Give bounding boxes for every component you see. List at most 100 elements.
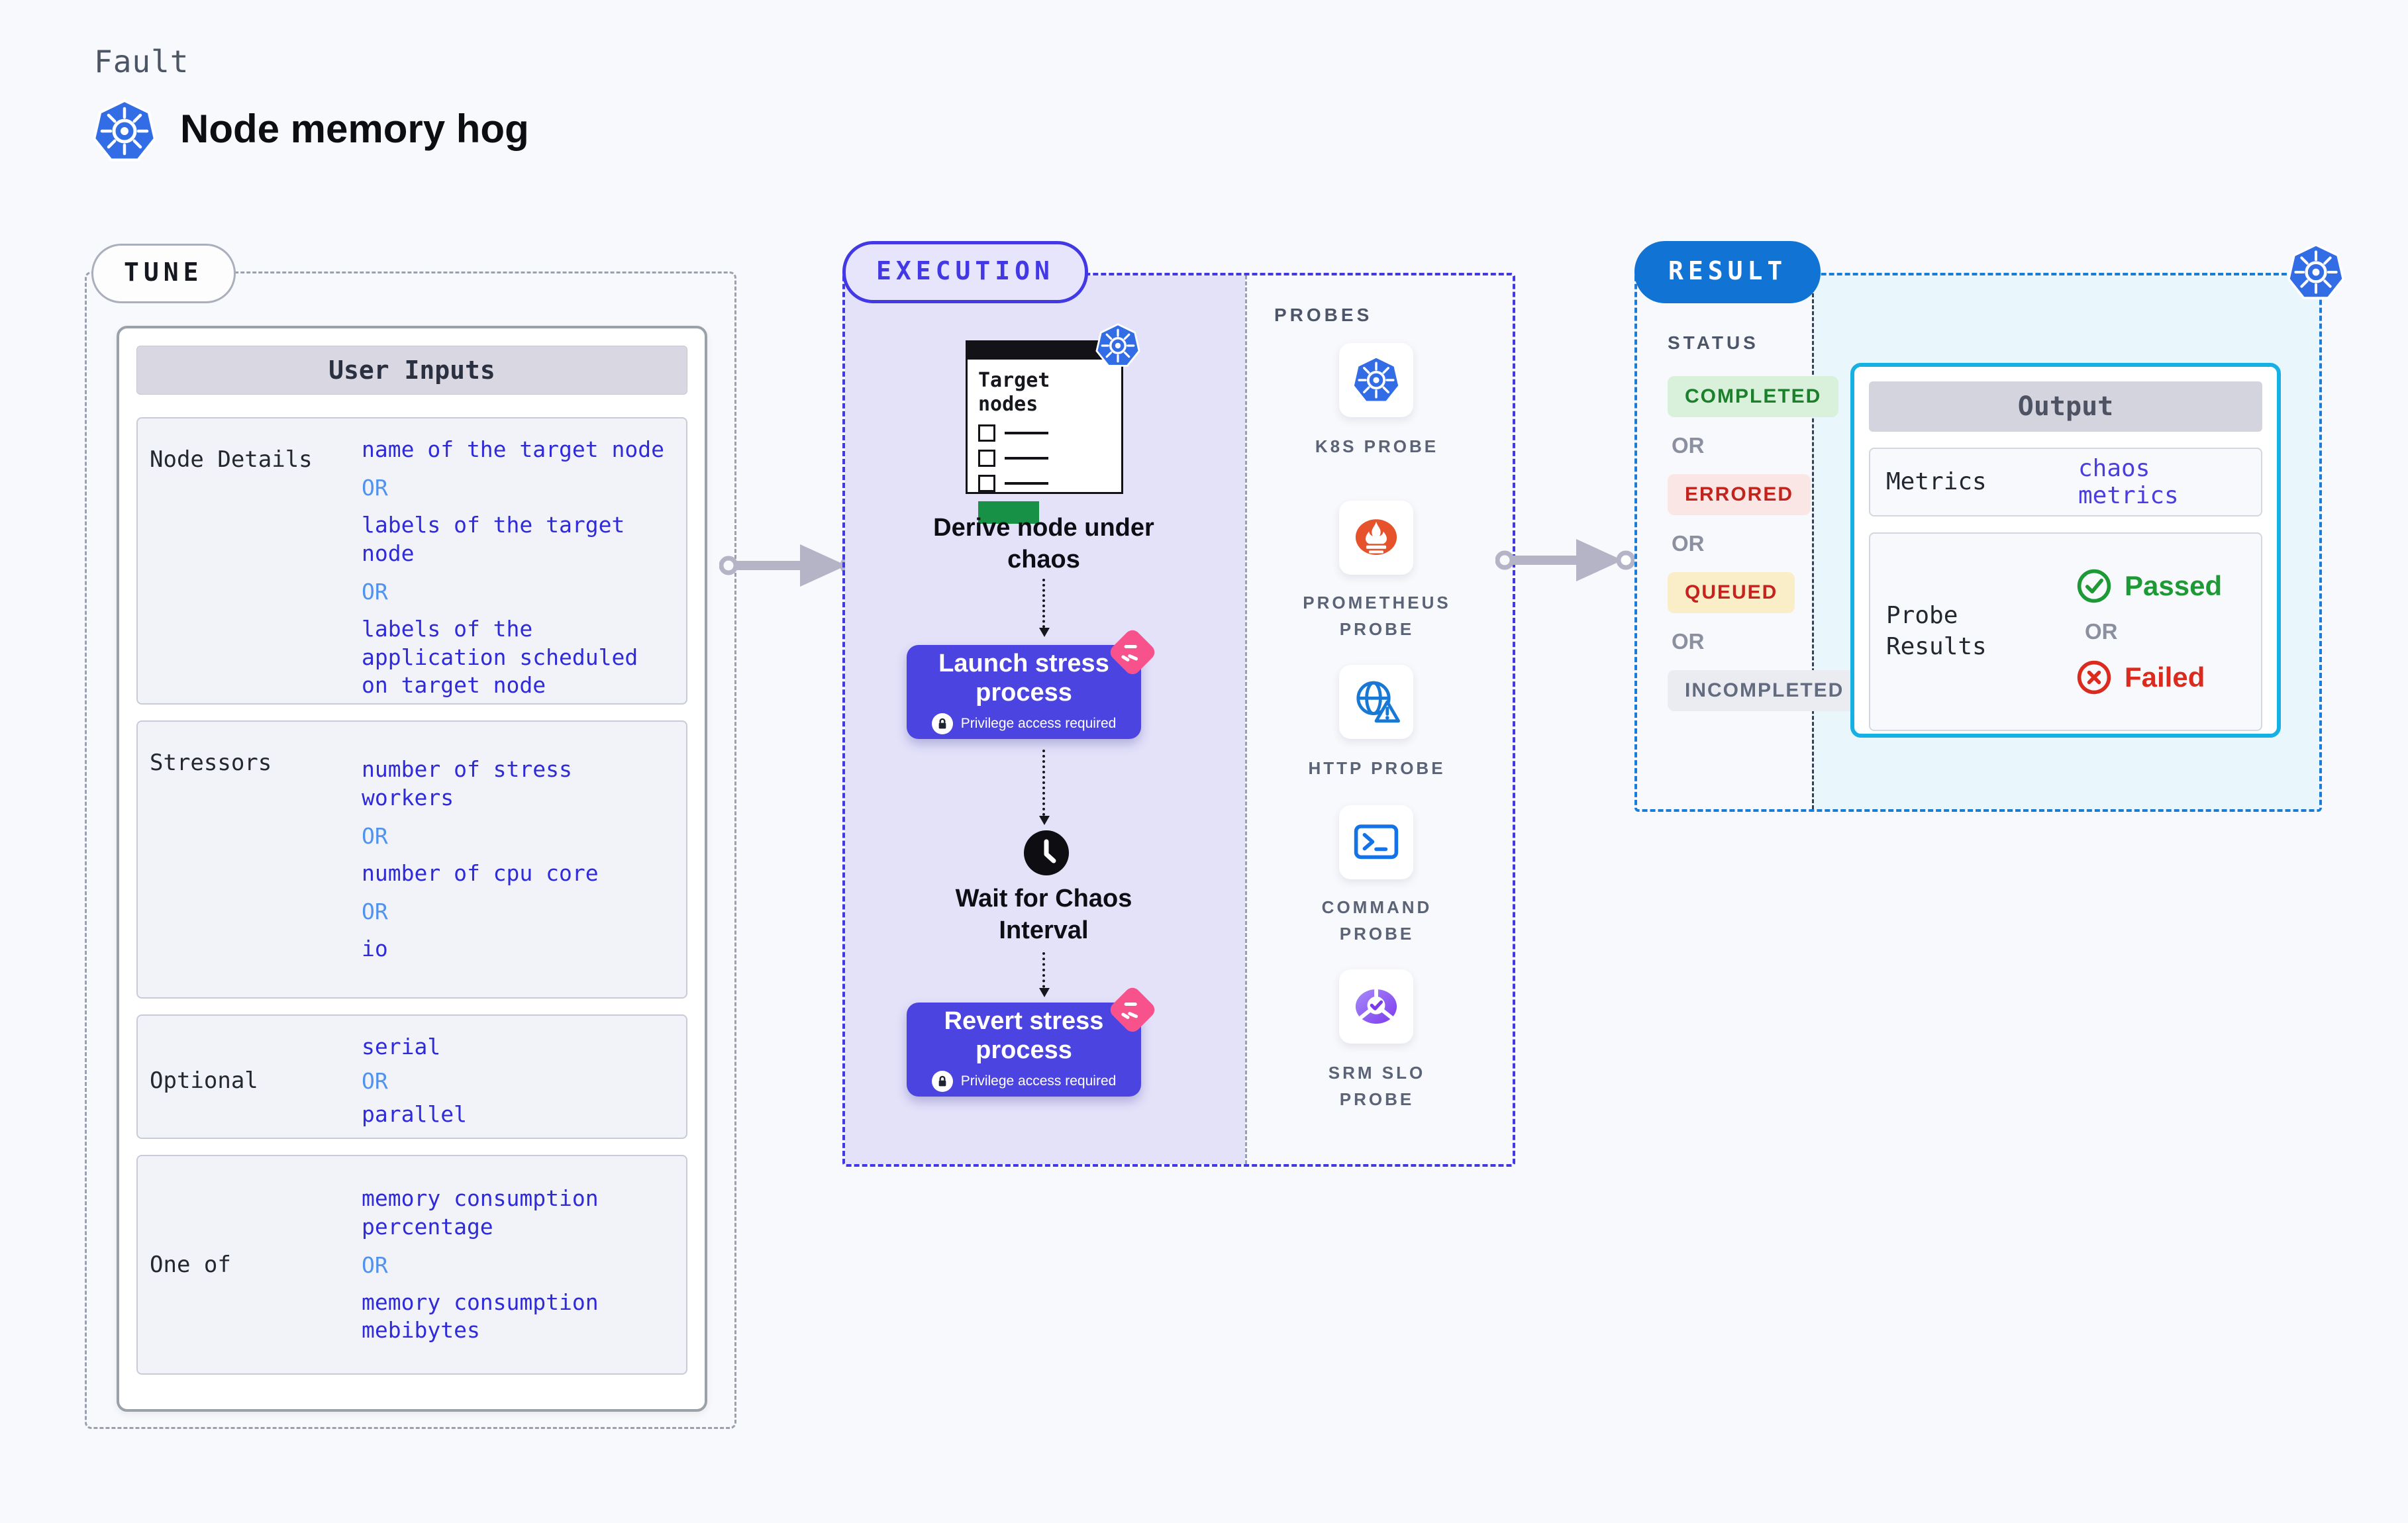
or-label: OR bbox=[362, 1067, 388, 1094]
row-label: Stressors bbox=[150, 750, 272, 776]
execution-section: Target nodes Derive node under chaos Lau… bbox=[842, 273, 1515, 1167]
kubernetes-icon bbox=[91, 98, 158, 164]
launch-stress-process-button[interactable]: Launch stress process Privilege access r… bbox=[907, 626, 1158, 739]
passed-label: Passed bbox=[2125, 570, 2223, 601]
probe-label: SRM SLO PROBE bbox=[1328, 1063, 1426, 1110]
or-label: OR bbox=[362, 823, 388, 849]
probe-label: HTTP PROBE bbox=[1308, 758, 1446, 778]
row-option: serial bbox=[362, 1034, 441, 1059]
flow-arrow-down bbox=[1039, 952, 1050, 997]
connector-arrow-tune-to-execution bbox=[719, 538, 858, 593]
failed-x-icon bbox=[2076, 659, 2113, 696]
row-option: number of cpu core bbox=[362, 860, 599, 886]
kubernetes-icon bbox=[1351, 355, 1401, 405]
status-divider bbox=[1812, 275, 1814, 809]
probe-card-srm-slo[interactable] bbox=[1339, 969, 1413, 1044]
lock-icon bbox=[932, 1071, 953, 1092]
probe-results-label: Probe Results bbox=[1886, 602, 1987, 660]
row-label: One of bbox=[150, 1252, 231, 1278]
derive-node-label: Derive node under chaos bbox=[933, 514, 1154, 573]
target-card-titlebar bbox=[968, 342, 1121, 360]
or-label: OR bbox=[2085, 619, 2118, 644]
node-list-item bbox=[978, 450, 1111, 467]
row-option: io bbox=[362, 935, 388, 961]
node-list-item bbox=[978, 424, 1111, 442]
status-list: COMPLETED OR ERRORED OR QUEUED OR INCOMP… bbox=[1668, 376, 1862, 711]
or-label: OR bbox=[362, 898, 388, 924]
target-card-title: Target nodes bbox=[978, 369, 1050, 416]
or-label: OR bbox=[1672, 433, 1705, 458]
passed-check-icon bbox=[2076, 567, 2113, 605]
table-row-node-details: Node Details name of the target node OR … bbox=[136, 417, 687, 705]
connector-arrow-execution-to-result bbox=[1495, 532, 1634, 588]
row-option: memory consumption mebibytes bbox=[362, 1289, 599, 1344]
clock-icon bbox=[1024, 830, 1069, 875]
revert-stress-process-button[interactable]: Revert stress process Privilege access r… bbox=[907, 984, 1158, 1097]
tune-badge: TUNE bbox=[91, 244, 236, 303]
or-label: OR bbox=[1672, 531, 1705, 556]
result-badge: RESULT bbox=[1634, 241, 1821, 303]
row-option: labels of the target node bbox=[362, 511, 625, 566]
probe-label: K8S PROBE bbox=[1315, 436, 1439, 456]
terminal-icon bbox=[1350, 816, 1403, 869]
status-badge-completed: COMPLETED bbox=[1668, 376, 1839, 417]
probe-card-k8s[interactable] bbox=[1339, 343, 1413, 417]
privilege-note: Privilege access required bbox=[960, 715, 1117, 731]
prometheus-icon bbox=[1348, 510, 1404, 565]
probe-label: PROMETHEUS PROBE bbox=[1303, 593, 1451, 640]
row-option: name of the target node bbox=[362, 436, 664, 462]
probes-divider bbox=[1245, 275, 1247, 1164]
output-panel: Output Metrics chaos metrics Probe Resul… bbox=[1850, 363, 2281, 738]
execution-badge: EXECUTION bbox=[842, 241, 1088, 303]
kubernetes-icon bbox=[2286, 242, 2346, 302]
row-option: memory consumption percentage bbox=[362, 1185, 599, 1240]
row-option: parallel bbox=[362, 1101, 467, 1127]
or-label: OR bbox=[362, 578, 388, 605]
node-list-item bbox=[978, 475, 1111, 492]
execution-canvas: Target nodes Derive node under chaos Lau… bbox=[845, 275, 1245, 1164]
selected-node-bar bbox=[978, 501, 1039, 524]
wait-interval-label: Wait for Chaos Interval bbox=[955, 885, 1132, 944]
privilege-note: Privilege access required bbox=[960, 1073, 1117, 1089]
probe-results-row: Probe Results Passed OR Failed bbox=[1869, 532, 2262, 731]
table-row-optional: Optional serial OR parallel bbox=[136, 1014, 687, 1139]
row-label: Node Details bbox=[150, 446, 313, 473]
user-inputs-card: User Inputs Node Details name of the tar… bbox=[117, 326, 707, 1412]
probe-card-command[interactable] bbox=[1339, 805, 1413, 879]
table-row-one-of: One of memory consumption percentage OR … bbox=[136, 1155, 687, 1375]
probe-label: COMMAND PROBE bbox=[1321, 897, 1432, 944]
flow-arrow-down bbox=[1039, 750, 1050, 825]
failed-label: Failed bbox=[2125, 662, 2205, 693]
row-option: labels of the application scheduled on t… bbox=[362, 615, 638, 699]
fault-eyebrow: Fault bbox=[94, 44, 189, 79]
user-inputs-header: User Inputs bbox=[136, 346, 687, 395]
kubernetes-icon bbox=[1095, 322, 1141, 369]
output-header: Output bbox=[1869, 381, 2262, 432]
tune-section bbox=[85, 271, 736, 1429]
metrics-value: chaos metrics bbox=[2078, 455, 2179, 509]
row-label: Optional bbox=[150, 1067, 258, 1095]
or-label: OR bbox=[362, 474, 388, 501]
probe-card-prometheus[interactable] bbox=[1339, 501, 1413, 575]
button-label: Launch stress process bbox=[938, 650, 1109, 707]
status-badge-queued: QUEUED bbox=[1668, 572, 1795, 613]
table-row-stressors: Stressors number of stress workers OR nu… bbox=[136, 720, 687, 999]
target-nodes-card: Target nodes bbox=[966, 340, 1123, 524]
http-globe-icon bbox=[1350, 675, 1403, 728]
srm-slo-gauge-icon bbox=[1348, 979, 1404, 1034]
metrics-row: Metrics chaos metrics bbox=[1869, 448, 2262, 516]
flow-arrow-down bbox=[1039, 579, 1050, 637]
row-option: number of stress workers bbox=[362, 756, 572, 811]
page-title: Node memory hog bbox=[180, 107, 529, 151]
probes-heading: PROBES bbox=[1274, 305, 1373, 325]
lock-icon bbox=[932, 713, 953, 734]
probe-card-http[interactable] bbox=[1339, 665, 1413, 739]
metrics-label: Metrics bbox=[1886, 467, 1987, 495]
status-badge-incompleted: INCOMPLETED bbox=[1668, 670, 1862, 711]
status-heading: STATUS bbox=[1668, 332, 1759, 353]
result-section: STATUS COMPLETED OR ERRORED OR QUEUED OR… bbox=[1634, 273, 2322, 812]
or-label: OR bbox=[362, 1252, 388, 1278]
button-label: Revert stress process bbox=[944, 1007, 1104, 1064]
status-badge-errored: ERRORED bbox=[1668, 474, 1811, 515]
